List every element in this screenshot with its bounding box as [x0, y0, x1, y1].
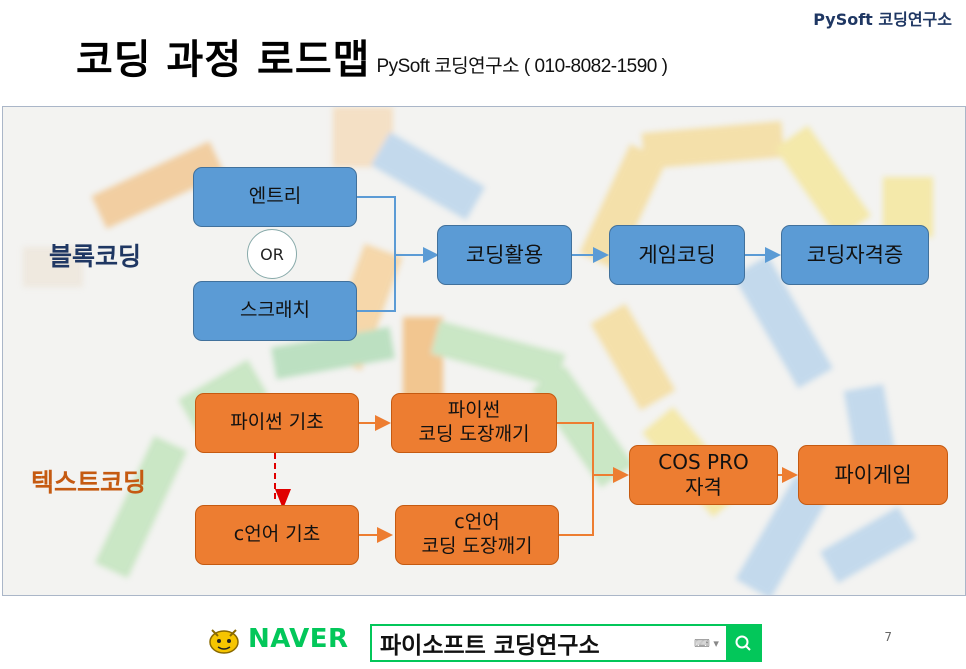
title-row: 코딩 과정 로드맵 PySoft 코딩연구소 ( 010-8082-1590 ): [76, 37, 668, 83]
search-input[interactable]: [372, 629, 682, 657]
search-icon: [735, 635, 751, 651]
node-game-coding: 게임코딩: [609, 225, 745, 285]
connector-scratch: [357, 255, 396, 312]
flow-connectors: [274, 196, 798, 543]
connector-c-dojo: [559, 475, 594, 536]
keyboard-icon[interactable]: ⌨ ▾: [694, 636, 719, 650]
naver-wordmark: NAVER: [248, 624, 349, 654]
node-cos-pro: COS PRO 자격: [629, 445, 778, 505]
node-python-dojo: 파이썬 코딩 도장깨기: [391, 393, 557, 453]
node-python-basic: 파이썬 기초: [195, 393, 359, 453]
connector-python-dojo: [557, 422, 594, 475]
search-button[interactable]: [726, 626, 760, 660]
node-c-basic: c언어 기초: [195, 505, 359, 565]
brand-logo: PySoft 코딩연구소: [813, 10, 952, 29]
page-number: 7: [884, 630, 892, 644]
connector-entry: [357, 196, 396, 255]
row-label-block-coding: 블록코딩: [49, 242, 142, 271]
page-subtitle: PySoft 코딩연구소 ( 010-8082-1590 ): [376, 56, 668, 77]
row-label-text-coding: 텍스트코딩: [31, 468, 147, 497]
node-c-dojo: c언어 코딩 도장깨기: [395, 505, 559, 565]
node-python-game: 파이게임: [798, 445, 948, 505]
node-coding-use: 코딩활용: [437, 225, 572, 285]
naver-logo: NAVER: [204, 622, 349, 656]
roadmap-panel: 블록코딩 텍스트코딩 엔트리 OR 스크래치 코딩활용 게임코딩 코딩자격증 파…: [2, 106, 966, 596]
node-scratch: 스크래치: [193, 281, 357, 341]
naver-search-bar: ⌨ ▾: [370, 624, 762, 662]
naver-mascot-icon: [209, 629, 239, 654]
node-or: OR: [247, 229, 297, 279]
node-entry: 엔트리: [193, 167, 357, 227]
page-title: 코딩 과정 로드맵: [76, 37, 371, 83]
node-coding-cert: 코딩자격증: [781, 225, 929, 285]
